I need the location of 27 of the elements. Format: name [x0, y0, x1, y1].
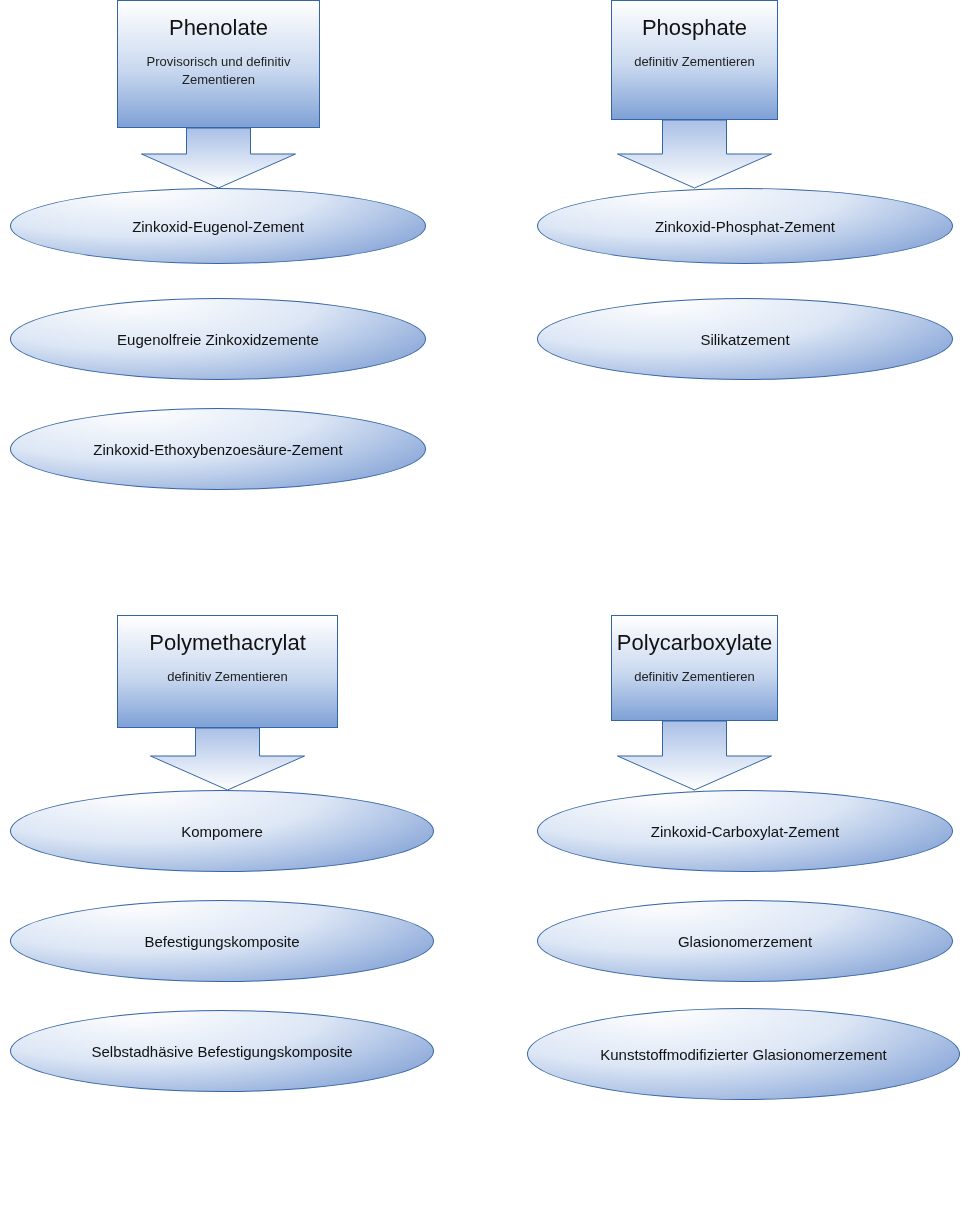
category-subtitle: definitiv Zementieren	[633, 53, 756, 71]
category-subtitle: Provisorisch und definitiv Zementieren	[145, 53, 292, 89]
block-arrow	[150, 727, 305, 791]
cement-label: Befestigungskomposite	[144, 932, 300, 950]
category-title: Polymethacrylat	[149, 630, 306, 656]
category-box	[611, 615, 778, 721]
cement-label: Zinkoxid-Ethoxybenzoesäure-Zement	[93, 440, 343, 458]
category-subtitle: definitiv Zementieren	[166, 668, 289, 686]
block-arrow	[141, 127, 296, 189]
category-title: Phosphate	[641, 15, 748, 41]
cement-label: Glasionomerzement	[677, 932, 813, 950]
cement-label: Eugenolfreie Zinkoxidzemente	[117, 330, 319, 348]
block-arrow	[617, 720, 772, 791]
cement-label: Zinkoxid-Carboxylat-Zement	[650, 822, 840, 840]
category-box	[117, 0, 320, 128]
category-box	[117, 615, 338, 728]
category-box	[611, 0, 778, 120]
cement-label: Zinkoxid-Eugenol-Zement	[132, 217, 304, 235]
cement-label: Selbstadhäsive Befestigungskomposite	[91, 1042, 353, 1060]
category-subtitle: definitiv Zementieren	[633, 668, 756, 686]
cement-label: Kunststoffmodifizierter Glasionomerzement	[600, 1045, 887, 1063]
cement-label: Kompomere	[181, 822, 263, 840]
cement-label: Zinkoxid-Phosphat-Zement	[654, 217, 836, 235]
cement-label: Silikatzement	[700, 330, 790, 348]
category-title: Polycarboxylate	[616, 630, 773, 656]
category-title: Phenolate	[168, 15, 269, 41]
block-arrow	[617, 119, 772, 189]
